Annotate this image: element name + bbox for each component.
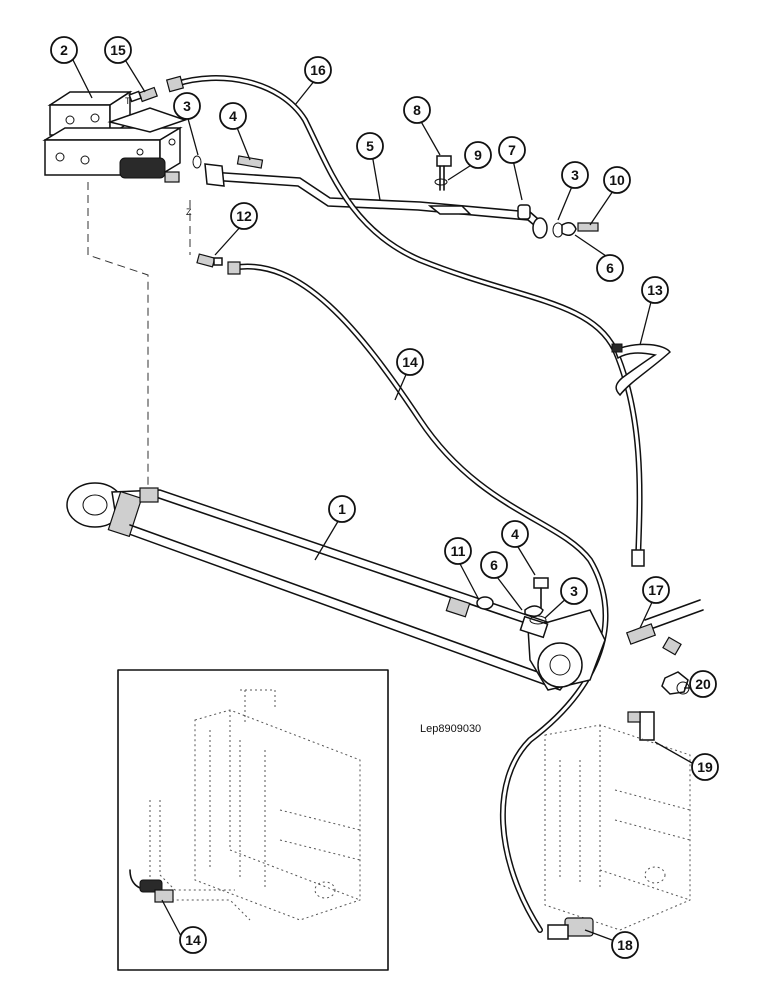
callout-18: 18 <box>611 931 639 959</box>
callout-3-upper-right: 3 <box>561 161 589 189</box>
control-valve-bank-right <box>544 724 691 940</box>
svg-text:9: 9 <box>474 147 482 163</box>
callout-20: 20 <box>689 670 717 698</box>
hose-16 <box>165 75 645 567</box>
inset-view <box>117 669 389 971</box>
cylinder-fasteners <box>476 577 549 625</box>
fitting-12 <box>196 253 223 268</box>
svg-text:12: 12 <box>236 208 252 224</box>
callout-16: 16 <box>304 56 332 84</box>
svg-text:14: 14 <box>402 354 418 370</box>
callout-9: 9 <box>464 141 492 169</box>
callout-17: 17 <box>642 576 670 604</box>
svg-text:3: 3 <box>570 583 578 599</box>
leader-lines <box>71 57 693 941</box>
svg-text:7: 7 <box>508 142 516 158</box>
svg-text:20: 20 <box>695 676 711 692</box>
callout-14-inset: 14 <box>179 926 207 954</box>
hose-strap <box>611 343 672 397</box>
callout-13: 13 <box>641 276 669 304</box>
svg-text:17: 17 <box>648 582 664 598</box>
hose-14-main <box>227 261 609 933</box>
callout-3-upper-left: 3 <box>173 92 201 120</box>
svg-text:13: 13 <box>647 282 663 298</box>
svg-text:6: 6 <box>490 557 498 573</box>
drawing-reference: Lep8909030 <box>420 723 481 735</box>
callout-6-lower: 6 <box>480 551 508 579</box>
svg-text:1: 1 <box>338 501 346 517</box>
callout-10: 10 <box>603 166 631 194</box>
svg-text:4: 4 <box>229 108 237 124</box>
svg-text:5: 5 <box>366 138 374 154</box>
svg-text:2: 2 <box>60 42 68 58</box>
svg-text:3: 3 <box>183 98 191 114</box>
callout-4-lower: 4 <box>501 520 529 548</box>
callout-2: 2 <box>50 36 78 64</box>
svg-text:8: 8 <box>413 102 421 118</box>
port-label-z: Z <box>186 207 192 217</box>
callout-3-lower: 3 <box>560 577 588 605</box>
hidden-connection-lines <box>87 182 191 490</box>
svg-text:18: 18 <box>617 937 633 953</box>
callout-4-upper: 4 <box>219 102 247 130</box>
fitting-15 <box>128 86 158 103</box>
callout-19: 19 <box>691 753 719 781</box>
callout-14-main: 14 <box>396 348 424 376</box>
callout-8: 8 <box>403 96 431 124</box>
callout-12: 12 <box>230 202 258 230</box>
hydraulic-cylinder <box>66 482 606 691</box>
svg-text:10: 10 <box>609 172 625 188</box>
svg-text:4: 4 <box>511 526 519 542</box>
callout-1: 1 <box>328 495 356 523</box>
right-fittings <box>625 599 704 741</box>
svg-text:19: 19 <box>697 759 713 775</box>
steel-pipe <box>204 155 548 239</box>
svg-text:6: 6 <box>606 260 614 276</box>
svg-text:3: 3 <box>571 167 579 183</box>
svg-text:14: 14 <box>185 932 201 948</box>
valve-block: T Z <box>42 90 192 217</box>
svg-text:15: 15 <box>110 42 126 58</box>
o-ring-upper-left <box>192 155 202 169</box>
callout-5: 5 <box>356 132 384 160</box>
callout-7: 7 <box>498 136 526 164</box>
svg-text:11: 11 <box>451 543 466 559</box>
callout-11: 11 <box>444 537 472 565</box>
port-label-t: T <box>125 96 131 106</box>
callout-6-upper: 6 <box>596 254 624 282</box>
svg-text:16: 16 <box>310 62 326 78</box>
callout-15: 15 <box>104 36 132 64</box>
bolt-washer-group <box>434 155 599 238</box>
